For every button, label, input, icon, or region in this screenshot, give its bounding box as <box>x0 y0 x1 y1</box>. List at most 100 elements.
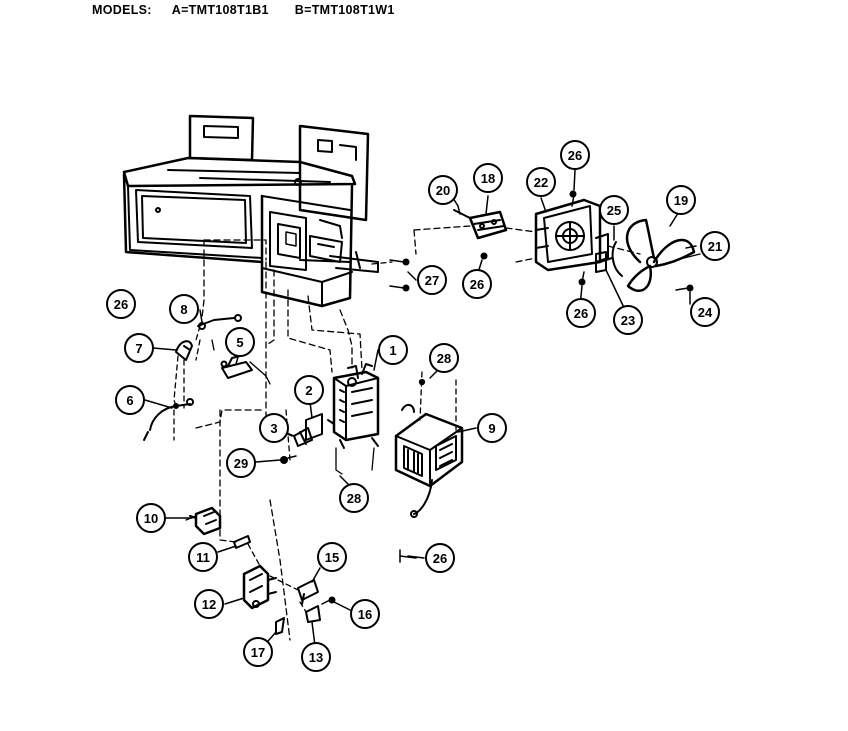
callout-22: 22 <box>526 167 556 197</box>
callout-circle <box>462 269 492 299</box>
callout-circle <box>226 448 256 478</box>
callout-circle <box>666 185 696 215</box>
callout-layer: 1235678910111213151617181920212223242526… <box>106 140 730 672</box>
callout-number: 2 <box>305 383 312 398</box>
callout-number: 26 <box>114 297 128 312</box>
callout-3: 3 <box>259 413 289 443</box>
callout-8: 8 <box>169 294 199 324</box>
callout-number: 11 <box>196 550 210 565</box>
callout-number: 19 <box>674 193 688 208</box>
callout-circle <box>566 298 596 328</box>
callout-10: 10 <box>136 503 166 533</box>
callout-number: 16 <box>358 607 372 622</box>
callout-number: 18 <box>481 171 495 186</box>
callout-circle <box>294 375 324 405</box>
callout-13: 13 <box>301 642 331 672</box>
callout-circle <box>169 294 199 324</box>
model-b-label: B=TMT108T1W1 <box>294 3 395 17</box>
callout-number: 28 <box>437 351 451 366</box>
callout-7: 7 <box>124 333 154 363</box>
callout-circle <box>700 231 730 261</box>
callout-number: 26 <box>470 277 484 292</box>
callout-circle <box>560 140 590 170</box>
callout-number: 29 <box>234 456 248 471</box>
callout-21: 21 <box>700 231 730 261</box>
callout-15: 15 <box>317 542 347 572</box>
callout-number: 17 <box>251 645 265 660</box>
cavity-chassis <box>122 114 379 308</box>
callout-circle <box>378 335 408 365</box>
callout-circle <box>194 589 224 619</box>
callout-circle <box>350 599 380 629</box>
callout-circle <box>477 413 507 443</box>
leader-lines <box>173 239 457 641</box>
callout-number: 12 <box>202 597 216 612</box>
callout-25a: 25 <box>599 195 629 225</box>
magnetron <box>327 363 380 449</box>
callout-circle <box>317 542 347 572</box>
screws-27 <box>371 258 410 292</box>
callout-number: 26 <box>568 148 582 163</box>
callout-circle <box>225 327 255 357</box>
callout-26d: 26 <box>566 298 596 328</box>
callout-20: 20 <box>428 175 458 205</box>
callout-19: 19 <box>666 185 696 215</box>
callout-28a: 28 <box>429 343 459 373</box>
callout-2: 2 <box>294 375 324 405</box>
models-header: MODELS: A=TMT108T1B1 B=TMT108T1W1 <box>92 3 395 21</box>
callout-circle <box>429 343 459 373</box>
callout-circle <box>115 385 145 415</box>
callout-number: 10 <box>144 511 158 526</box>
callout-6: 6 <box>115 385 145 415</box>
callout-number: 22 <box>534 175 548 190</box>
callout-number: 13 <box>309 650 323 665</box>
callout-12: 12 <box>194 589 224 619</box>
callout-circle <box>188 542 218 572</box>
callout-number: 26 <box>574 306 588 321</box>
callout-circle <box>473 163 503 193</box>
callout-18: 18 <box>473 163 503 193</box>
callout-circle <box>243 637 273 667</box>
callout-circle <box>106 289 136 319</box>
callout-number: 8 <box>180 302 187 317</box>
callout-number: 23 <box>621 313 635 328</box>
callout-circle <box>690 297 720 327</box>
callout-number: 25 <box>607 203 621 218</box>
callout-circle <box>417 265 447 295</box>
callout-circle <box>259 413 289 443</box>
callout-number: 6 <box>126 393 133 408</box>
transformer <box>394 404 464 518</box>
callout-leaders <box>144 169 697 655</box>
callout-23: 23 <box>613 305 643 335</box>
callout-circle <box>613 305 643 335</box>
callout-number: 1 <box>389 343 396 358</box>
callout-circle <box>136 503 166 533</box>
callout-26c: 26 <box>462 269 492 299</box>
callout-9: 9 <box>477 413 507 443</box>
callout-circle <box>599 195 629 225</box>
callout-circle <box>124 333 154 363</box>
callout-number: 9 <box>488 421 495 436</box>
callout-number: 26 <box>433 551 447 566</box>
callout-24: 24 <box>690 297 720 327</box>
callout-16: 16 <box>350 599 380 629</box>
callout-29: 29 <box>226 448 256 478</box>
callout-26a: 26 <box>106 289 136 319</box>
model-a-label: A=TMT108T1B1 <box>171 3 269 17</box>
callout-circle <box>425 543 455 573</box>
callout-number: 15 <box>325 550 339 565</box>
callout-number: 3 <box>270 421 277 436</box>
callout-5: 5 <box>225 327 255 357</box>
callout-28b: 28 <box>339 483 369 513</box>
callout-number: 21 <box>708 239 722 254</box>
models-label: MODELS: <box>92 3 152 17</box>
callout-11: 11 <box>188 542 218 572</box>
callout-circle <box>301 642 331 672</box>
callout-circle <box>339 483 369 513</box>
callout-26e: 26 <box>425 543 455 573</box>
callout-number: 5 <box>236 335 243 350</box>
callout-number: 27 <box>425 273 439 288</box>
callout-26b: 26 <box>560 140 590 170</box>
